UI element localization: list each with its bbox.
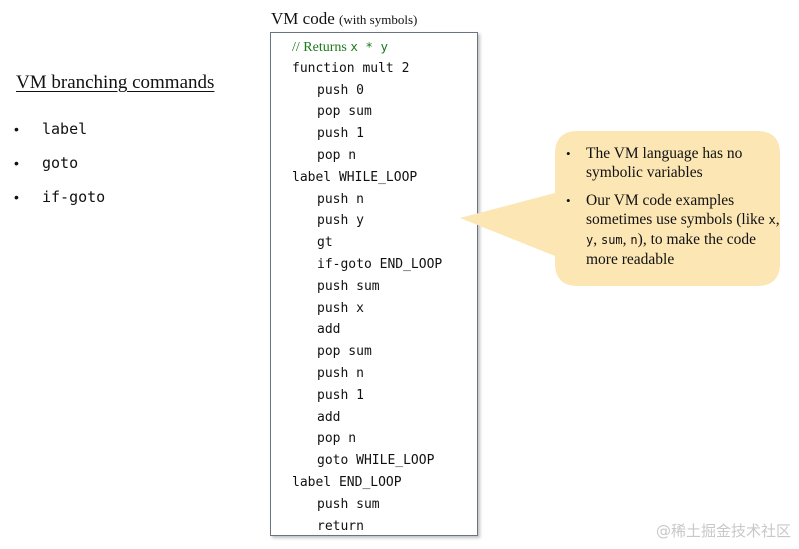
code-line: push 1 <box>317 387 364 403</box>
branching-commands-title: VM branching commands <box>16 72 215 93</box>
symbol-sum: sum <box>600 233 623 247</box>
note2-sep: , <box>593 231 601 248</box>
code-line: push 0 <box>317 82 364 98</box>
code-line: push n <box>317 365 364 381</box>
code-line: pop sum <box>317 344 372 360</box>
comment-prefix: // Returns <box>292 40 351 55</box>
code-line: push n <box>317 191 364 207</box>
bullet-icon: • <box>566 193 571 208</box>
code-panel-title: VM code (with symbols) <box>271 9 417 29</box>
code-line: push 1 <box>317 126 364 142</box>
code-line: push sum <box>317 496 380 512</box>
code-line: function mult 2 <box>292 60 410 76</box>
symbol-n: n <box>630 233 638 247</box>
code-line: return <box>317 518 364 534</box>
watermark: @稀土掘金技术社区 <box>655 522 791 540</box>
bullet-icon: • <box>566 146 571 161</box>
symbol-x: x <box>768 213 776 227</box>
callout-note: • Our VM code examples sometimes use sym… <box>566 191 780 269</box>
symbol-y: y <box>586 233 594 247</box>
callout-text: • The VM language has no symbolic variab… <box>566 144 780 278</box>
code-line: label END_LOOP <box>292 474 402 490</box>
code-line: add <box>317 409 341 425</box>
code-box: // Returns x * y function mult 2 push 0 po… <box>270 32 478 536</box>
code-line: add <box>317 322 341 338</box>
bullet-icon: • <box>14 121 19 137</box>
branching-commands-list: • label • goto • if-goto <box>14 112 105 214</box>
code-line: push sum <box>317 278 380 294</box>
code-title-suffix: (with symbols) <box>338 12 418 27</box>
code-line: pop sum <box>317 104 372 120</box>
callout-note-1: The VM language has no symbolic variable… <box>586 145 743 181</box>
code-line: gt <box>317 235 333 251</box>
list-item: • label <box>14 112 105 146</box>
bullet-icon: • <box>14 155 19 171</box>
callout-note: • The VM language has no symbolic variab… <box>566 144 780 182</box>
command-goto: goto <box>42 154 79 172</box>
callout-note-2: Our VM code examples sometimes use symbo… <box>586 191 780 269</box>
code-line: if-goto END_LOOP <box>317 256 443 272</box>
code-line: goto WHILE_LOOP <box>317 453 435 469</box>
code-line: push x <box>317 300 364 316</box>
comment-code: x * y <box>350 39 388 54</box>
code-comment: // Returns x * y <box>271 36 477 58</box>
bullet-icon: • <box>14 189 19 205</box>
code-line: pop n <box>317 431 357 447</box>
list-item: • if-goto <box>14 180 105 214</box>
note2-before: Our VM code examples sometimes use symbo… <box>586 192 769 228</box>
command-if-goto: if-goto <box>42 188 106 206</box>
code-line: pop n <box>317 147 357 163</box>
note2-sep: , <box>775 211 780 228</box>
note2-sep: , <box>622 231 631 248</box>
code-line: label WHILE_LOOP <box>292 169 418 185</box>
code-title-main: VM code <box>271 9 335 28</box>
code-lines: function mult 2 push 0 pop sum push 1 pop n l… <box>271 58 477 538</box>
note2-after: ), to make the code more readable <box>586 231 757 268</box>
code-line: push y <box>317 213 364 229</box>
command-label: label <box>42 120 88 138</box>
list-item: • goto <box>14 146 105 180</box>
